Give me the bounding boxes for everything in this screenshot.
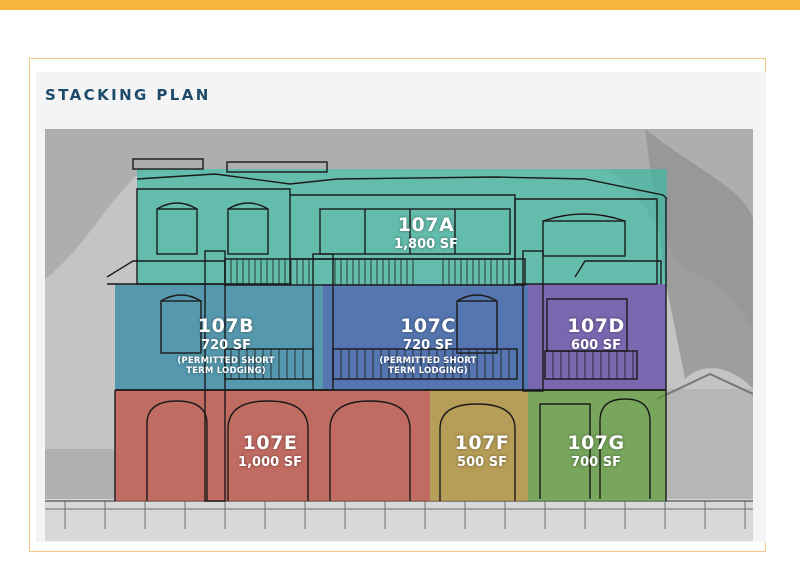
elevation-drawing (45, 129, 753, 541)
unit-area: 1,000 SF (238, 454, 302, 470)
unit-name: 107A (397, 214, 455, 236)
unit-label-107c: 107C 720 SF (PERMITTED SHORT TERM LODGIN… (378, 315, 478, 377)
unit-area: 1,800 SF (394, 236, 458, 252)
unit-area: 700 SF (571, 454, 621, 470)
neighbor-building (665, 389, 753, 499)
unit-label-107b: 107B 720 SF (PERMITTED SHORT TERM LODGIN… (176, 315, 276, 377)
neighbor-roof (656, 372, 753, 400)
building-outline (106, 158, 668, 502)
unit-area: 720 SF (201, 337, 251, 353)
background-hill (645, 129, 753, 389)
sidewalk (45, 499, 753, 541)
unit-area: 720 SF (403, 337, 453, 353)
unit-label-107d: 107D 600 SF (567, 315, 625, 353)
unit-label-107f: 107F 500 SF (454, 432, 510, 470)
unit-name: 107F (454, 432, 510, 454)
page-title: STACKING PLAN (45, 86, 211, 104)
unit-name: 107B (197, 315, 255, 337)
unit-label-107g: 107G 700 SF (567, 432, 625, 470)
unit-zone-107e[interactable] (115, 390, 430, 501)
unit-label-107e: 107E 1,000 SF (238, 432, 302, 470)
unit-zone-107g[interactable] (528, 390, 666, 501)
unit-name: 107E (242, 432, 298, 454)
unit-zone-107f[interactable] (430, 390, 528, 501)
unit-note: (PERMITTED SHORT TERM LODGING) (379, 355, 477, 377)
unit-name: 107G (567, 432, 625, 454)
building-elevation: 107A 1,800 SF 107B 720 SF (PERMITTED SHO… (45, 129, 753, 541)
unit-area: 600 SF (571, 337, 621, 353)
unit-zone-107b[interactable] (115, 284, 323, 390)
unit-note: (PERMITTED SHORT TERM LODGING) (177, 355, 275, 377)
accent-bar (0, 0, 800, 10)
unit-zone-107d[interactable] (528, 284, 666, 390)
unit-name: 107D (567, 315, 625, 337)
unit-area: 500 SF (457, 454, 507, 470)
fence (45, 501, 753, 529)
unit-name: 107C (400, 315, 456, 337)
unit-label-107a: 107A 1,800 SF (394, 214, 458, 252)
